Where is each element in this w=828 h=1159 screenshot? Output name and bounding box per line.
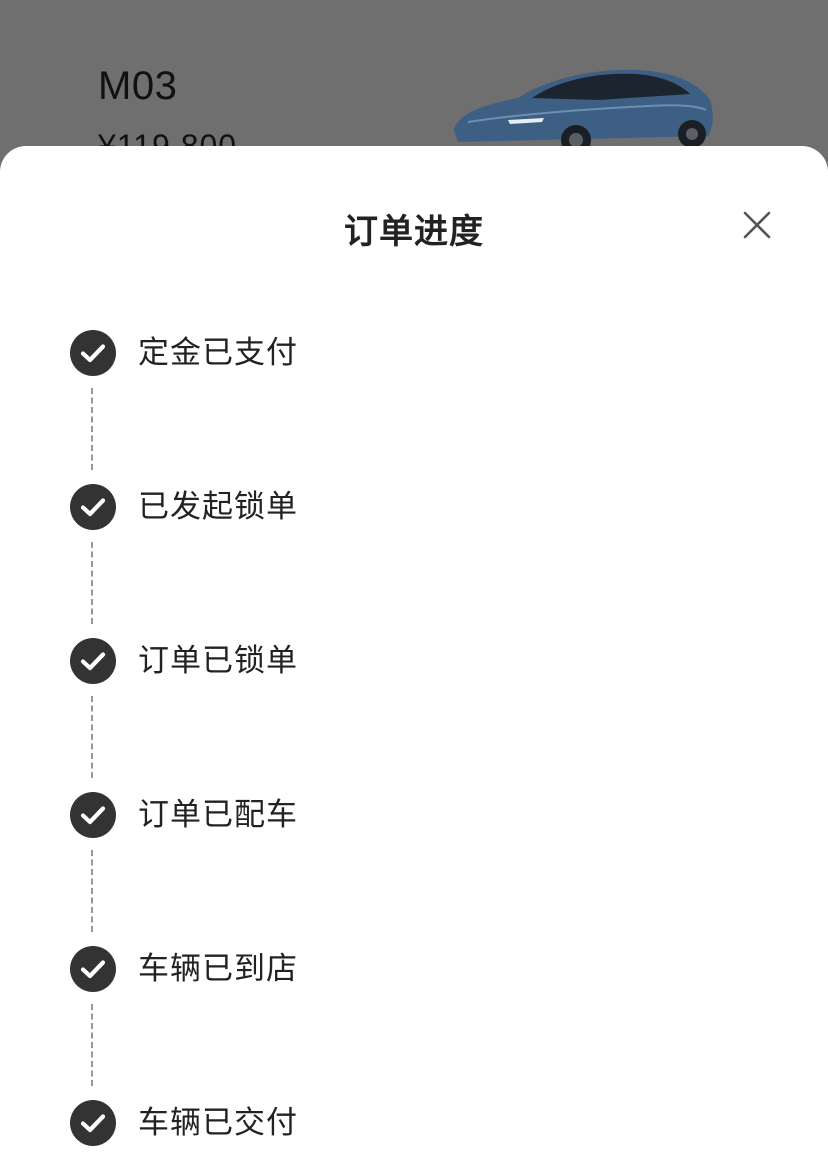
step-connector (91, 850, 93, 932)
step-label: 定金已支付 (138, 335, 298, 371)
check-icon (70, 638, 116, 684)
car-image (454, 69, 713, 155)
step-connector (91, 542, 93, 624)
check-icon (70, 330, 116, 376)
progress-step: 订单已锁单 (70, 638, 770, 792)
step-label: 已发起锁单 (138, 489, 298, 525)
close-icon (743, 211, 771, 239)
step-connector (91, 388, 93, 470)
step-label: 订单已配车 (138, 797, 298, 833)
sheet-title: 订单进度 (344, 212, 484, 252)
check-icon (70, 792, 116, 838)
step-label: 订单已锁单 (138, 643, 298, 679)
step-label: 车辆已交付 (138, 1105, 298, 1141)
progress-step: 已发起锁单 (70, 484, 770, 638)
background-header: M03 ¥119,800 (0, 0, 828, 164)
check-icon (70, 1100, 116, 1146)
progress-steps: 定金已支付 已发起锁单 订单已锁单 (70, 330, 770, 1159)
progress-step: 车辆已交付 (70, 1100, 770, 1159)
step-connector (91, 696, 93, 778)
check-icon (70, 484, 116, 530)
model-name: M03 (98, 64, 178, 108)
close-button[interactable] (740, 208, 774, 242)
progress-step: 定金已支付 (70, 330, 770, 484)
step-label: 车辆已到店 (138, 951, 298, 987)
progress-step: 车辆已到店 (70, 946, 770, 1100)
progress-step: 订单已配车 (70, 792, 770, 946)
step-connector (91, 1004, 93, 1086)
order-progress-sheet: 订单进度 定金已支付 已发起锁单 (0, 146, 828, 1159)
check-icon (70, 946, 116, 992)
